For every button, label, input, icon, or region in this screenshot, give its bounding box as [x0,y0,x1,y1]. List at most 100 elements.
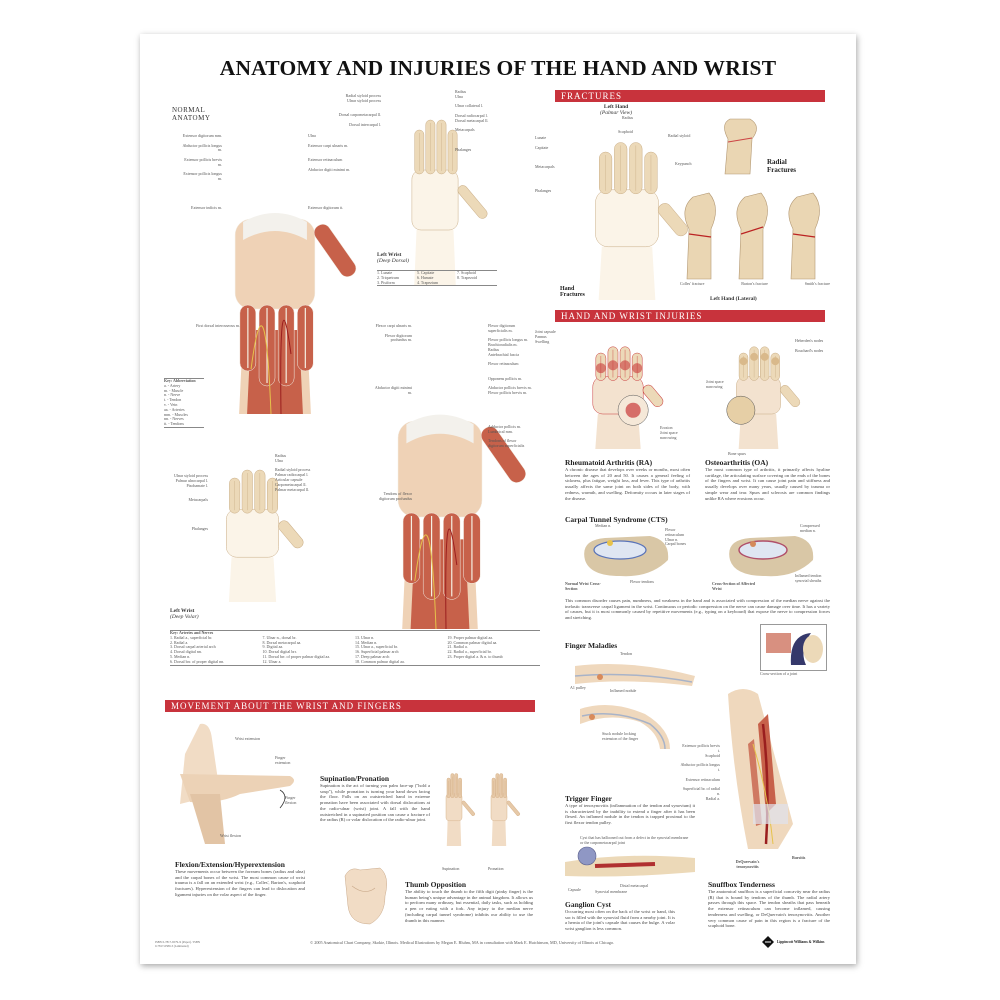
deep-dorsal-caption: Left Wrist (Deep Dorsal) [377,252,409,264]
label: Finger extension [275,755,291,765]
key-items: 1. Radial a., superficial br.2. Radial a… [170,634,540,665]
label: Pronation [488,866,504,871]
label: Joint space narrowing [660,429,678,440]
label: Ulnar styloid process [174,473,208,478]
thumb [657,203,688,237]
palmar-hand-illustration [340,309,540,630]
subcaption: (Deep Volar) [170,614,199,620]
poster-title: ANATOMY AND INJURIES OF THE HAND AND WRI… [219,56,777,80]
pronation-hand-illustration [480,756,520,846]
palmar-labels-right: Flexor digitorum superficialis m. Flexor… [488,323,532,449]
snuffbox-section: Snuffbox Tenderness The anatomical snuff… [708,880,830,929]
flexion-heading: Flexion/Extension/Hyperextension [175,860,285,869]
oa-labels: Heberden's nodes Bouchard's nodes [795,338,835,353]
label: Extensor retinaculum [308,156,343,162]
ganglion-heading: Ganglion Cyst [565,900,612,909]
publisher-name: Lippincott Williams & Wilkins [777,940,825,944]
label: Lumbrical mm. [488,428,513,434]
key-item: 18. Common palmar digital aa. [355,658,405,664]
key-item: 1. Radial a., superficial br. [170,634,213,640]
label: Abductor pollicis longus t. [680,762,720,772]
label: Ulna [455,93,463,99]
credit-line: © 2005 Anatomical Chart Company, Skokie,… [310,940,615,945]
label: Superficial br. of radial n. [682,786,720,796]
label: Pisohamate l. [186,482,208,488]
key-item: 5. Capitate [417,270,435,275]
caption: Normal Wrist Cross-Section [565,581,601,591]
label: Abductor pollicis longus m. [182,142,222,153]
key-item: 7. Ulnar n., dorsal br. [262,634,297,640]
osteoarthritis-illustration [706,324,811,449]
key-item: 15. Ulnar a., superficial br. [355,644,398,650]
normal-anatomy-labels-right: Ulna Extensor carpi ulnaris m. Extensor … [308,133,358,211]
lateral-caption: Left Hand (Lateral) [710,296,757,302]
isbn: ISBN 0-7817-6579-X (Paper) / ISBN 0-7817… [155,940,200,948]
label: Extensor digitorum tt. [308,204,344,210]
carpal-key: 1. Lunate 5. Capitate 7. Scaphoid 2. Tri… [377,270,497,287]
label: Supination [442,866,460,871]
label: Extensor carpi ulnaris m. [308,142,349,148]
label: Capsule [568,887,581,892]
label: Flexor carpi ulnaris m. [375,323,412,328]
key-item: mm. - Muscles [164,411,188,417]
fractures-bar: FRACTURES [555,90,825,102]
label: Scaphoid [705,752,720,758]
label: Phalanges [455,146,472,152]
label: Colles' fracture [680,281,705,286]
fractures-caption: Left Hand (Palmar View) [600,104,632,116]
deep-volar-wrist-illustration [190,442,315,602]
label: Flexor digitorum superficialis m. [488,323,516,333]
key-item: 6. Dorsal brr. of proper digital nn. [170,658,225,664]
key-item: n. - Nerve [164,392,181,398]
key-item: 8. Dorsal metacarpal aa. [262,639,302,645]
key-item: 4. Trapezium [417,279,439,285]
label: Keypunch [675,161,692,166]
abbreviation-key: Key: Abbreviation a. - Artery m. - Muscl… [164,378,204,428]
label: Articular capsule [275,476,303,482]
radial-fracture-series [675,189,825,280]
subcaption: (Palmar View) [600,110,633,116]
label: Adductor pollicis m. [488,423,521,429]
anatomy-poster: ANATOMY AND INJURIES OF THE HAND AND WRI… [140,34,856,964]
thumb [506,800,520,816]
key-item: 21. Radial a. [447,644,468,650]
key-title: Key: Abbreviation [164,378,196,383]
label: Phalanges [535,187,552,193]
label: Scaphoid [618,129,633,134]
label: Abductor digiti minimi m. [308,166,351,172]
label: Radius [275,453,287,458]
label: Stuck nodule locking extension of the fi… [602,731,639,741]
thumb [461,800,475,816]
label: Swelling [535,338,550,344]
key-item: 23. Proper digital a. & n. to thumb [447,653,503,659]
thumb-heading: Thumb Opposition [405,880,467,889]
label: Palmar radiocarpal l. [275,472,309,478]
deep-dorsal-labels-left: Radial styloid process Ulnar styloid pro… [336,93,381,128]
hand-fractures-label: Hand Fractures [560,286,585,298]
ra-labels-2: Erosion Joint space narrowing [660,425,690,440]
label: Carpal bones [665,541,686,547]
label: Extensor retinaculum [685,776,720,782]
key-item: 20. Common palmar digital aa. [447,639,498,645]
snuffbox-labels: Extensor pollicis brevis t. Scaphoid Abd… [680,743,720,802]
thumb [278,520,304,549]
label: Extensor pollicis longus m. [183,171,222,182]
label: Distal metacarpal [620,883,649,888]
ra-heading: Rheumatoid Arthritis (RA) [565,458,653,467]
label: Extensor digitorum mm. [182,133,222,138]
deep-volar-labels-left: Ulnar styloid process Palmar ulnocarpal … [150,473,208,532]
fracture-bone [736,192,768,280]
flexion-extension-illustration [180,723,300,844]
label: Dorsal carpometacarpal ll. [338,112,381,118]
thumb [780,385,801,408]
label: Palmar metacarpal ll. [275,486,310,492]
key-item: 14. Median n. [355,639,378,645]
key-item: m. - Muscle [164,387,184,393]
snuffbox-heading: Snuffbox Tenderness [708,880,775,889]
key-item: 2. Triquetrum [377,274,400,280]
oa-section: Osteoarthritis (OA) The most common type… [705,458,830,501]
radial-fracture-bone [710,114,765,175]
snuffbox-text: The anatomical snuffbox is a superficial… [708,889,830,929]
label: A1 pulley [570,685,586,690]
label: Inflamed nodule [610,688,637,693]
